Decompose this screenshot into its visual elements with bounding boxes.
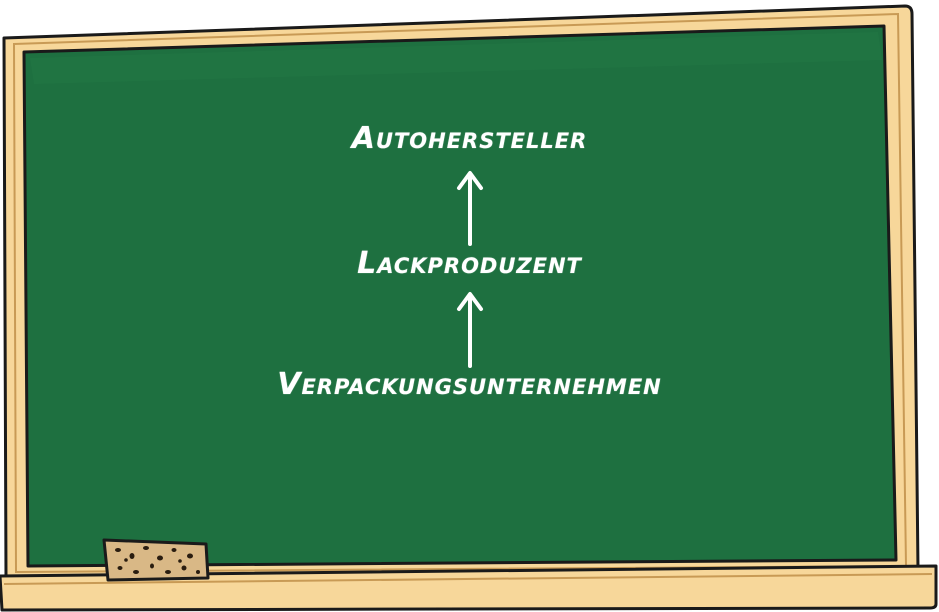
node-autohersteller: Autohersteller <box>351 121 588 156</box>
node-lackproduzent: Lackproduzent <box>357 246 582 281</box>
sponge-eraser-icon <box>102 538 210 582</box>
board-surface <box>22 24 898 568</box>
arrow-lack-to-auto <box>457 171 483 246</box>
arrow-verpackung-to-lack <box>457 292 483 368</box>
chalk-ledge-top <box>3 573 933 585</box>
board-shading <box>30 32 882 84</box>
node-verpackungsunternehmen: Verpackungsunternehmen <box>277 367 662 402</box>
